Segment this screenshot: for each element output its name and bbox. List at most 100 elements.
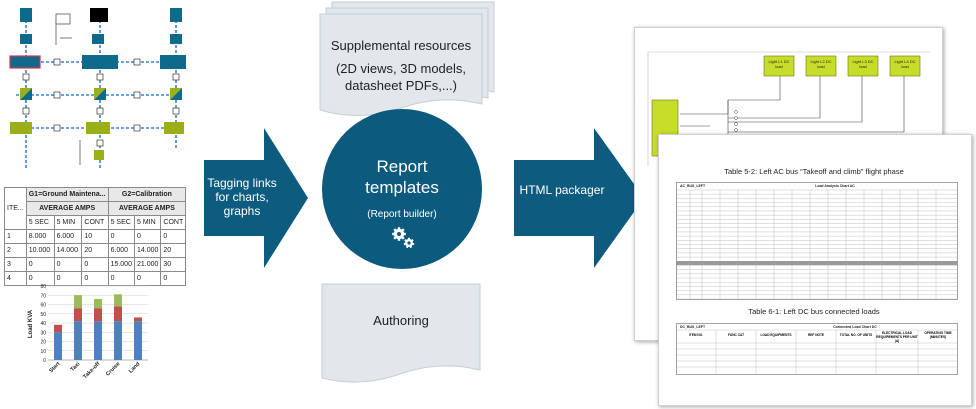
load-table: ITE... G1=Ground Maintena... G2=Calibrat… xyxy=(4,187,187,286)
chart-bar-segment xyxy=(134,317,142,322)
group2-header: G2=Calibration xyxy=(107,187,187,202)
table-cell: 0 xyxy=(25,271,55,286)
gear-tooth xyxy=(393,236,397,240)
gear-tooth xyxy=(411,242,415,246)
table-cell: 0 xyxy=(107,229,135,244)
table-cell: 0 xyxy=(25,257,55,272)
html-packager-label: HTML packager xyxy=(519,183,605,197)
authoring-doc xyxy=(321,283,481,383)
avg-amps-header-1: AVERAGE AMPS xyxy=(25,201,109,216)
table-cell: 6.000 xyxy=(107,243,135,258)
report-title: Report templates xyxy=(365,157,439,197)
gear-tooth xyxy=(401,228,405,232)
chart-bar-segment xyxy=(114,294,122,307)
gear-tooth xyxy=(403,242,407,246)
item-header: ITE... xyxy=(4,187,27,230)
chart-xtick-label: Taxi xyxy=(70,361,82,373)
report-templates-circle xyxy=(322,109,482,269)
table2-caption: Table 6-1: Left DC bus connected loads xyxy=(748,307,880,316)
report-subtitle: (Report builder) xyxy=(367,209,437,220)
supplemental-title: Supplemental resources xyxy=(330,38,472,53)
supplemental-doc-stack xyxy=(319,1,495,116)
chart-xtick-label: Take-off xyxy=(82,361,101,380)
table-cell: 6.000 xyxy=(53,229,83,244)
table-cell: 0 xyxy=(53,257,83,272)
chart-bar-segment xyxy=(74,321,82,360)
chart-ytick-label: 30 xyxy=(40,330,46,336)
table2-header-row: ITEM NO. FUNC CAT LOAD EQUIPMENTS REF NO… xyxy=(676,330,958,343)
table-cell: 20 xyxy=(81,243,109,258)
table2-chart: Connected Load Chart DC xyxy=(833,325,877,329)
chart-ytick-label: 40 xyxy=(40,321,46,327)
gear-tooth xyxy=(397,238,401,241)
gear-tooth xyxy=(392,232,395,236)
table-cell: 21.000 xyxy=(133,257,162,272)
table2-header: OPERATING TIME (MINUTES) xyxy=(924,331,952,339)
table-band xyxy=(676,261,958,265)
chart-bar-segment xyxy=(114,306,122,322)
chart-ytick-label: 0 xyxy=(43,358,46,364)
table-cell: 0 xyxy=(160,229,187,244)
table1-chart: Load Analysis Chart AC xyxy=(815,184,855,188)
gear-tooth xyxy=(404,238,408,242)
sub-header: 5 SEC xyxy=(107,215,135,230)
table-cell: 3 xyxy=(4,257,27,272)
chart-ytick-label: 80 xyxy=(40,284,46,290)
table-cell: 0 xyxy=(81,257,109,272)
chart-bar-segment xyxy=(94,321,102,360)
chart-ytick-label: 50 xyxy=(40,312,46,318)
gears-icon xyxy=(392,227,415,249)
tagging-arrow-label: Tagging links for charts, graphs xyxy=(207,176,277,218)
avg-amps-header-2: AVERAGE AMPS xyxy=(107,201,187,216)
chart-bar-segment xyxy=(114,321,122,360)
gear-tooth xyxy=(408,237,410,240)
sub-header: 5 SEC xyxy=(25,215,55,230)
table-row: 2 10.000 14.000 20 6.000 14.000 20 xyxy=(4,243,187,258)
chart-bar-segment xyxy=(54,324,62,333)
supplemental-detail: (2D views, 3D models, datasheet PDFs,...… xyxy=(335,61,467,93)
gear-tooth xyxy=(397,227,401,230)
sub-header: CONT xyxy=(160,215,187,230)
chart-ylabel: Load KVA xyxy=(28,309,34,338)
chart-bar-segment xyxy=(134,321,142,360)
sub-header: CONT xyxy=(81,215,109,230)
table2-header: FUNC CAT xyxy=(727,333,745,337)
chart-xtick-label: Cruise xyxy=(105,361,121,377)
html-packager-arrow xyxy=(514,128,644,268)
table-cell: 10 xyxy=(81,229,109,244)
chart-ytick-label: 10 xyxy=(40,349,46,355)
group1-header: G1=Ground Maintena... xyxy=(25,187,109,202)
output-table1 xyxy=(676,182,958,300)
sub-header: 5 MIN xyxy=(133,215,162,230)
table-cell: 0 xyxy=(133,271,162,286)
table-cell: 1 xyxy=(4,229,27,244)
table-cell: 8.000 xyxy=(25,229,55,244)
table2-header: ELECTRICAL LOAD REQUIREMENTS PER UNIT (A… xyxy=(876,331,918,343)
table-row: 3 0 0 0 15.000 21.000 30 xyxy=(4,257,187,272)
tagging-arrow xyxy=(204,128,308,268)
chart-bar-segment xyxy=(94,298,102,309)
table-cell: 20 xyxy=(160,243,187,258)
chart-ytick-label: 20 xyxy=(40,340,46,346)
chart-ytick-label: 70 xyxy=(40,293,46,299)
table2-header: LOAD EQUIPMENTS xyxy=(760,333,792,337)
gear-tooth xyxy=(401,236,405,240)
table1-name: AC_BUS_LEFT xyxy=(680,184,706,188)
diagram-label: Light L2 DC load xyxy=(810,59,832,69)
chart-xtick-label: Start xyxy=(48,361,61,374)
table-row: 4 0 0 0 0 0 0 xyxy=(4,271,187,286)
table2-header: TOTAL NO. OF UNITS xyxy=(839,333,873,337)
chart-bar-segment xyxy=(54,332,62,360)
table-cell: 10.000 xyxy=(25,243,55,258)
chart-xtick-label: Land xyxy=(128,361,142,375)
gear-tooth xyxy=(409,245,413,249)
gear-tooth xyxy=(403,232,406,236)
output-page-tables xyxy=(658,134,972,406)
table2-name: DC_BUS_LEFT xyxy=(680,325,706,329)
table-cell: 2 xyxy=(4,243,27,258)
chart-bar-segment xyxy=(94,308,102,322)
chart-ytick-label: 60 xyxy=(40,303,46,309)
output-table2 xyxy=(676,323,958,375)
gear-tooth xyxy=(405,245,409,249)
